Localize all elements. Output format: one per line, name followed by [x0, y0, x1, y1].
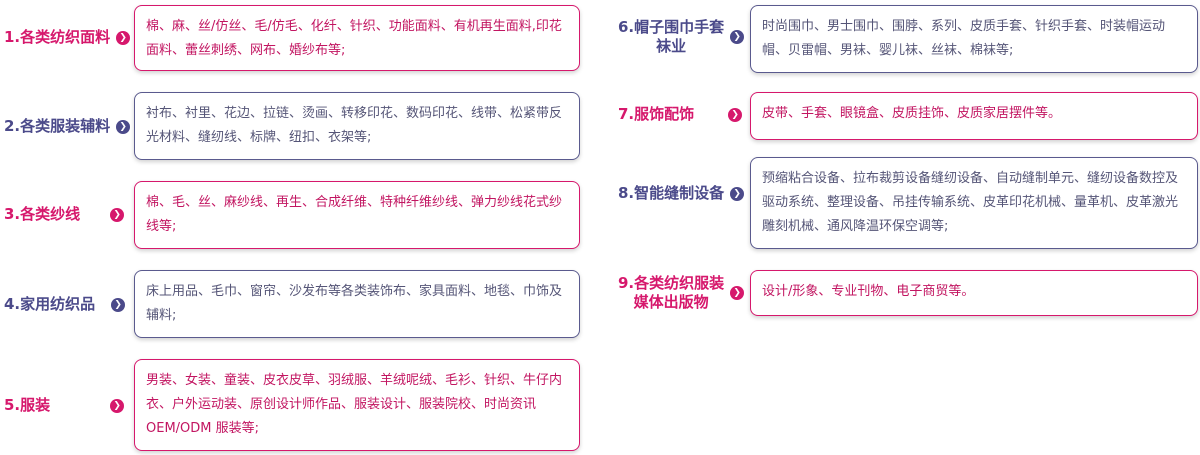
category-label-home-textiles[interactable]: 4.家用纺织品 ❯ — [4, 295, 126, 314]
chevron-right-icon: ❯ — [728, 107, 743, 122]
category-box-apparel: 男装、女装、童装、皮衣皮草、羽绒服、羊绒呢绒、毛衫、针织、牛仔内衣、户外运动装、… — [134, 359, 580, 451]
category-box-hats-scarves: 时尚围巾、男士围巾、围脖、系列、皮质手套、针织手套、时装帽运动帽、贝雷帽、男袜、… — [750, 5, 1198, 73]
category-box-fabrics: 棉、麻、丝/仿丝、毛/仿毛、化纤、针织、功能面料、有机再生面料,印花面料、蕾丝刺… — [134, 5, 580, 71]
chevron-right-icon: ❯ — [110, 207, 125, 222]
chevron-right-icon: ❯ — [111, 297, 126, 312]
category-box-yarns: 棉、毛、丝、麻纱线、再生、合成纤维、特种纤维纱线、弹力纱线花式纱线等; — [134, 181, 580, 249]
category-label-fashion-accessories[interactable]: 7.服饰配饰 ❯ — [618, 105, 743, 124]
chevron-right-icon: ❯ — [730, 286, 745, 300]
category-label-accessories-materials[interactable]: 2.各类服装辅料 ❯ — [4, 117, 131, 136]
chevron-right-icon: ❯ — [116, 119, 131, 134]
category-label-hats-scarves[interactable]: 6.帽子围巾手套 袜业 ❯ — [618, 18, 745, 56]
category-box-media-publications: 设计/形象、专业刊物、电子商贸等。 — [750, 270, 1198, 316]
category-box-fashion-accessories: 皮带、手套、眼镜盒、皮质挂饰、皮质家居摆件等。 — [750, 92, 1198, 140]
category-label-apparel[interactable]: 5.服装 ❯ — [4, 396, 125, 415]
category-box-home-textiles: 床上用品、毛巾、窗帘、沙发布等各类装饰布、家具面料、地毯、巾饰及辅料; — [134, 270, 580, 338]
category-label-sewing-equipment[interactable]: 8.智能缝制设备 ❯ — [618, 184, 745, 203]
category-label-fabrics[interactable]: 1.各类纺织面料 ❯ — [4, 28, 131, 47]
chevron-right-icon: ❯ — [730, 30, 745, 44]
category-box-sewing-equipment: 预缩粘合设备、拉布裁剪设备缝纫设备、自动缝制单元、缝纫设备数控及驱动系统、整理设… — [750, 157, 1198, 249]
category-label-yarns[interactable]: 3.各类纱线 ❯ — [4, 205, 125, 224]
category-box-accessories-materials: 衬布、衬里、花边、拉链、烫画、转移印花、数码印花、线带、松紧带反光材料、缝纫线、… — [134, 92, 580, 160]
chevron-right-icon: ❯ — [116, 30, 131, 45]
chevron-right-icon: ❯ — [730, 186, 745, 201]
chevron-right-icon: ❯ — [110, 398, 125, 413]
category-label-media-publications[interactable]: 9.各类纺织服装 媒体出版物 ❯ — [618, 274, 745, 312]
